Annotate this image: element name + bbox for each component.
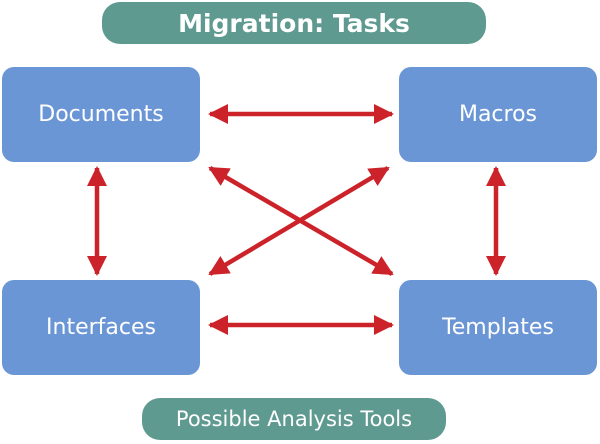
documents-node-label: Documents [38,102,164,127]
interfaces-node-label: Interfaces [46,315,156,340]
arrow-macros-interfaces [208,166,390,276]
templates-node: Templates [399,280,597,375]
arrow-documents-templates [208,166,394,276]
documents-node: Documents [2,67,200,162]
macros-node: Macros [399,67,597,162]
macros-node-label: Macros [458,102,538,127]
templates-node-label: Templates [442,315,554,340]
interfaces-node: Interfaces [2,280,200,375]
diagram-title: Migration: Tasks [102,2,486,44]
footer-label: Possible Analysis Tools [142,398,446,440]
